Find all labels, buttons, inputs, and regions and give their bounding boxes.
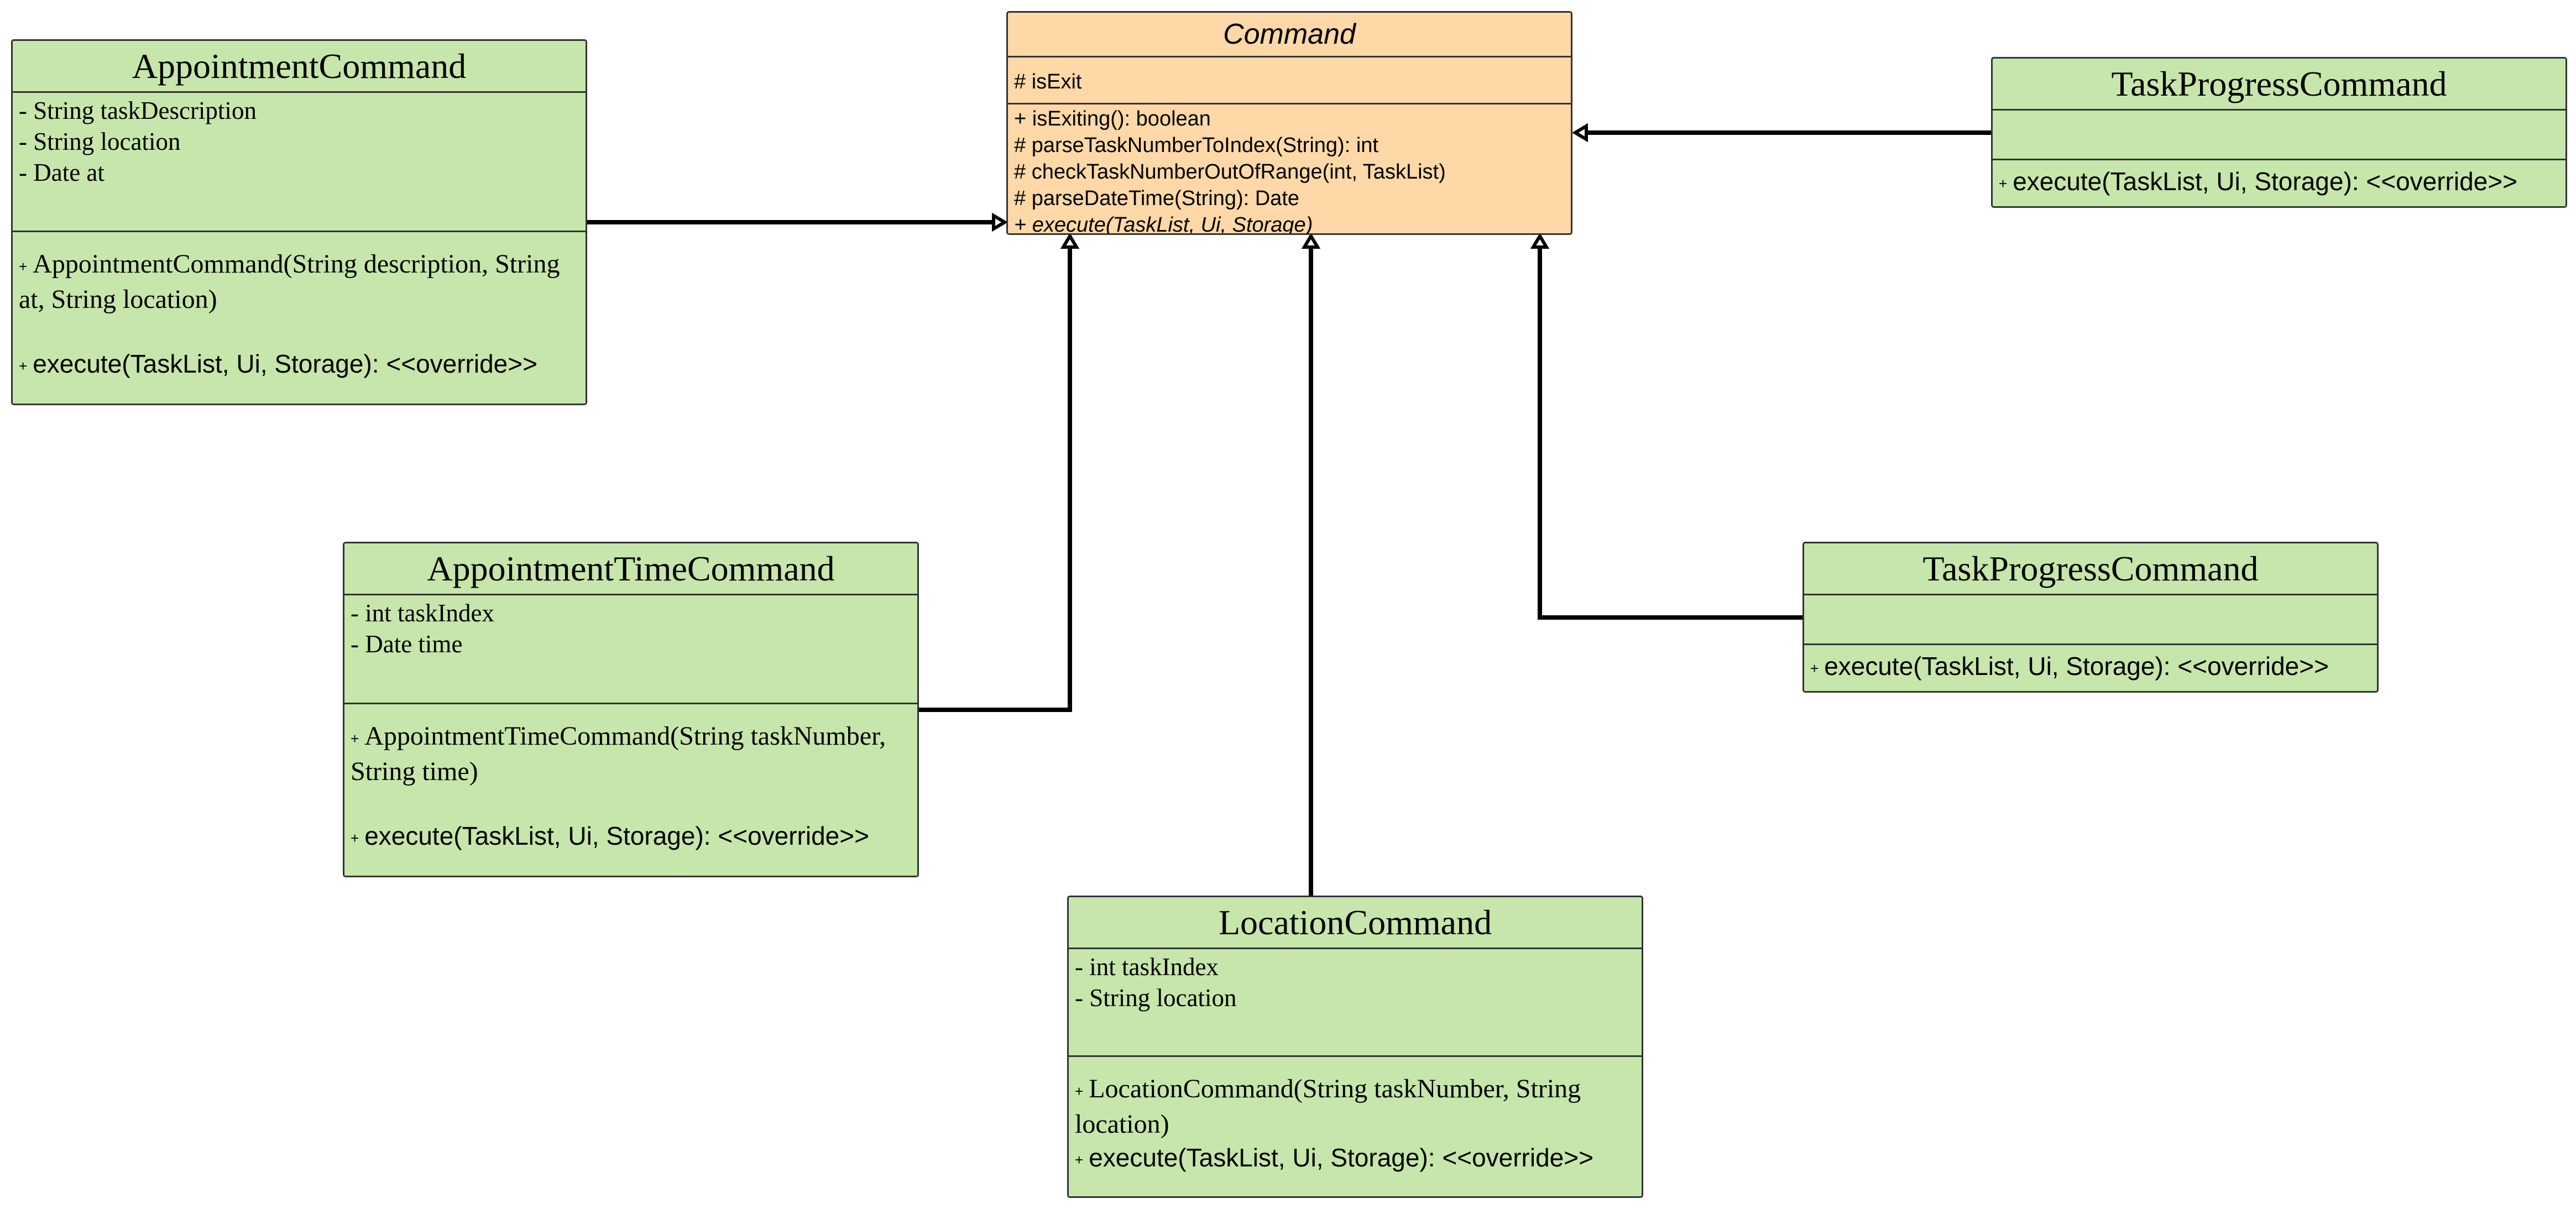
constructor-signature: AppointmentCommand(String description, S… xyxy=(33,249,560,279)
field: # isExit xyxy=(1014,70,1082,93)
class-fields-empty xyxy=(1993,111,2565,160)
method-signature: execute(TaskList, Ui, Storage): <<overri… xyxy=(33,349,537,378)
method: + execute(TaskList, Ui, Storage): <<overr… xyxy=(1999,165,2559,200)
public-visibility: + xyxy=(1075,1082,1084,1100)
inheritance-arrowhead xyxy=(1530,233,1550,249)
class-task-progress-command-top[interactable]: TaskProgressCommand + execute(TaskList, U… xyxy=(1991,57,2567,208)
method-signature: execute(TaskList, Ui, Storage): <<overri… xyxy=(2013,167,2517,196)
constructor: + AppointmentTimeCommand(String taskNumbe… xyxy=(351,720,911,788)
class-fields-empty xyxy=(1804,595,2377,645)
class-name: LocationCommand xyxy=(1069,897,1642,949)
field: - String taskDescription xyxy=(19,97,257,124)
constructor: + LocationCommand(String taskNumber, Stri… xyxy=(1075,1072,1636,1141)
class-methods: + AppointmentTimeCommand(String taskNumbe… xyxy=(344,704,917,855)
public-visibility: + xyxy=(19,258,28,275)
class-appointment-command[interactable]: AppointmentCommand - String taskDescript… xyxy=(11,39,587,405)
inheritance-arrowhead xyxy=(1060,233,1080,249)
class-command[interactable]: Command # isExit + isExiting(): boolean … xyxy=(1006,11,1572,235)
class-appointment-time-command[interactable]: AppointmentTimeCommand - int taskIndex -… xyxy=(343,542,919,877)
class-task-progress-command-mid[interactable]: TaskProgressCommand + execute(TaskList, U… xyxy=(1802,542,2379,693)
inheritance-arrowhead xyxy=(1301,233,1321,249)
method: # checkTaskNumberOutOfRange(int, TaskLis… xyxy=(1014,160,1446,184)
edge-appointment-time-to-command xyxy=(919,248,1072,712)
class-name: TaskProgressCommand xyxy=(1993,59,2565,111)
public-visibility: + xyxy=(351,829,359,846)
class-fields: # isExit xyxy=(1008,57,1571,104)
field: - String location xyxy=(19,128,181,155)
class-name: TaskProgressCommand xyxy=(1804,543,2377,595)
edge-task-progress-mid-to-command xyxy=(1538,248,1804,620)
public-visibility: + xyxy=(1810,660,1819,677)
public-visibility: + xyxy=(1999,175,2008,192)
inheritance-arrowhead xyxy=(1572,123,1588,143)
method-signature: execute(TaskList, Ui, Storage): <<overri… xyxy=(1824,652,2329,681)
method: + execute(TaskList, Ui, Storage): <<overr… xyxy=(19,347,579,383)
class-methods: + execute(TaskList, Ui, Storage): <<overr… xyxy=(1804,645,2377,685)
class-methods: + AppointmentCommand(String description, … xyxy=(13,232,586,383)
method: + execute(TaskList, Ui, Storage): <<overr… xyxy=(1810,650,2371,685)
abstract-method: + execute(TaskList, Ui, Storage) xyxy=(1014,213,1313,235)
field: - String location xyxy=(1075,984,1237,1012)
public-visibility: + xyxy=(19,357,28,374)
constructor-signature-cont: String time) xyxy=(351,756,478,786)
constructor-signature: AppointmentTimeCommand(String taskNumber… xyxy=(364,721,886,751)
method-signature: execute(TaskList, Ui, Storage): <<overri… xyxy=(1089,1143,1593,1172)
field: - Date at xyxy=(19,159,104,186)
class-name: AppointmentCommand xyxy=(13,41,586,93)
public-visibility: + xyxy=(1075,1151,1084,1168)
method: + isExiting(): boolean xyxy=(1014,107,1211,130)
public-visibility: + xyxy=(351,730,359,747)
class-fields: - int taskIndex - Date time xyxy=(344,595,917,704)
method: # parseDateTime(String): Date xyxy=(1014,187,1300,210)
method: # parseTaskNumberToIndex(String): int xyxy=(1014,134,1378,157)
class-name: AppointmentTimeCommand xyxy=(344,543,917,595)
class-methods: + LocationCommand(String taskNumber, Stri… xyxy=(1069,1057,1642,1176)
constructor: + AppointmentCommand(String description, … xyxy=(19,248,579,316)
class-location-command[interactable]: LocationCommand - int taskIndex - String… xyxy=(1067,896,1643,1198)
class-fields: - String taskDescription - String locati… xyxy=(13,93,586,232)
class-fields: - int taskIndex - String location xyxy=(1069,949,1642,1057)
class-methods: + execute(TaskList, Ui, Storage): <<overr… xyxy=(1993,160,2565,200)
constructor-signature: LocationCommand(String taskNumber, Strin… xyxy=(1089,1074,1581,1103)
method-signature: execute(TaskList, Ui, Storage): <<overri… xyxy=(364,821,869,850)
constructor-signature-cont: at, String location) xyxy=(19,284,217,314)
field: - int taskIndex xyxy=(351,599,494,627)
field: - int taskIndex xyxy=(1075,953,1219,981)
method: + execute(TaskList, Ui, Storage): <<overr… xyxy=(351,819,911,855)
field: - Date time xyxy=(351,630,463,658)
class-name: Command xyxy=(1008,13,1571,57)
class-methods: + isExiting(): boolean # parseTaskNumber… xyxy=(1008,104,1571,235)
constructor-signature-cont: location) xyxy=(1075,1109,1169,1139)
inheritance-arrowhead xyxy=(992,212,1008,232)
method: + execute(TaskList, Ui, Storage): <<overr… xyxy=(1075,1141,1636,1176)
